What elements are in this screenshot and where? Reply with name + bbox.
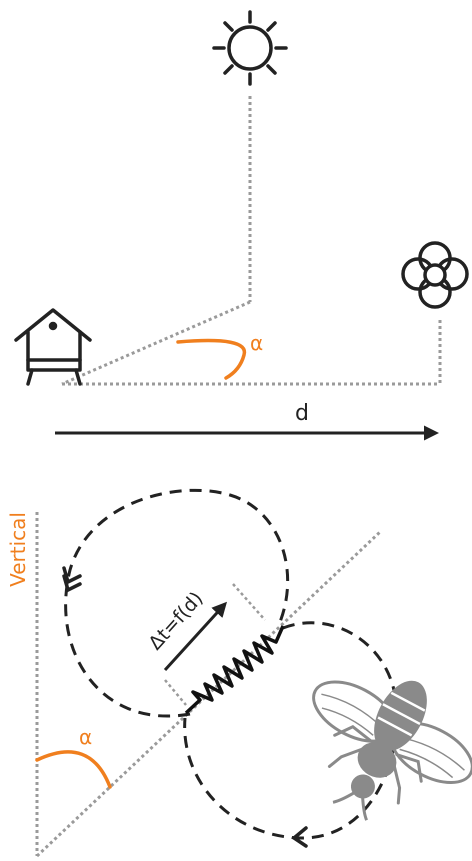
return-loop-right (183, 621, 399, 840)
waggle-direction-arrow (163, 601, 228, 672)
bee-icon (312, 680, 472, 821)
flower-icon (401, 241, 469, 309)
angle-arc-top (176, 338, 247, 380)
loop-direction-chevron-bottom (291, 826, 308, 848)
distance-label: d (295, 401, 309, 426)
angle-arc-bottom (35, 750, 112, 789)
angle-label-top: α (250, 331, 263, 355)
duration-formula-label: Δt=f(d) (144, 588, 207, 655)
sun-icon (212, 10, 288, 86)
return-loop-left (64, 488, 290, 718)
vertical-label: Vertical (6, 512, 30, 587)
sun-direction-guides (61, 96, 442, 386)
waggle-bracket (164, 583, 266, 706)
angle-label-bottom: α (79, 725, 92, 749)
waggle-run-coil (184, 625, 285, 715)
beehive-icon (14, 308, 92, 386)
loop-direction-chevrons-left (62, 566, 82, 593)
